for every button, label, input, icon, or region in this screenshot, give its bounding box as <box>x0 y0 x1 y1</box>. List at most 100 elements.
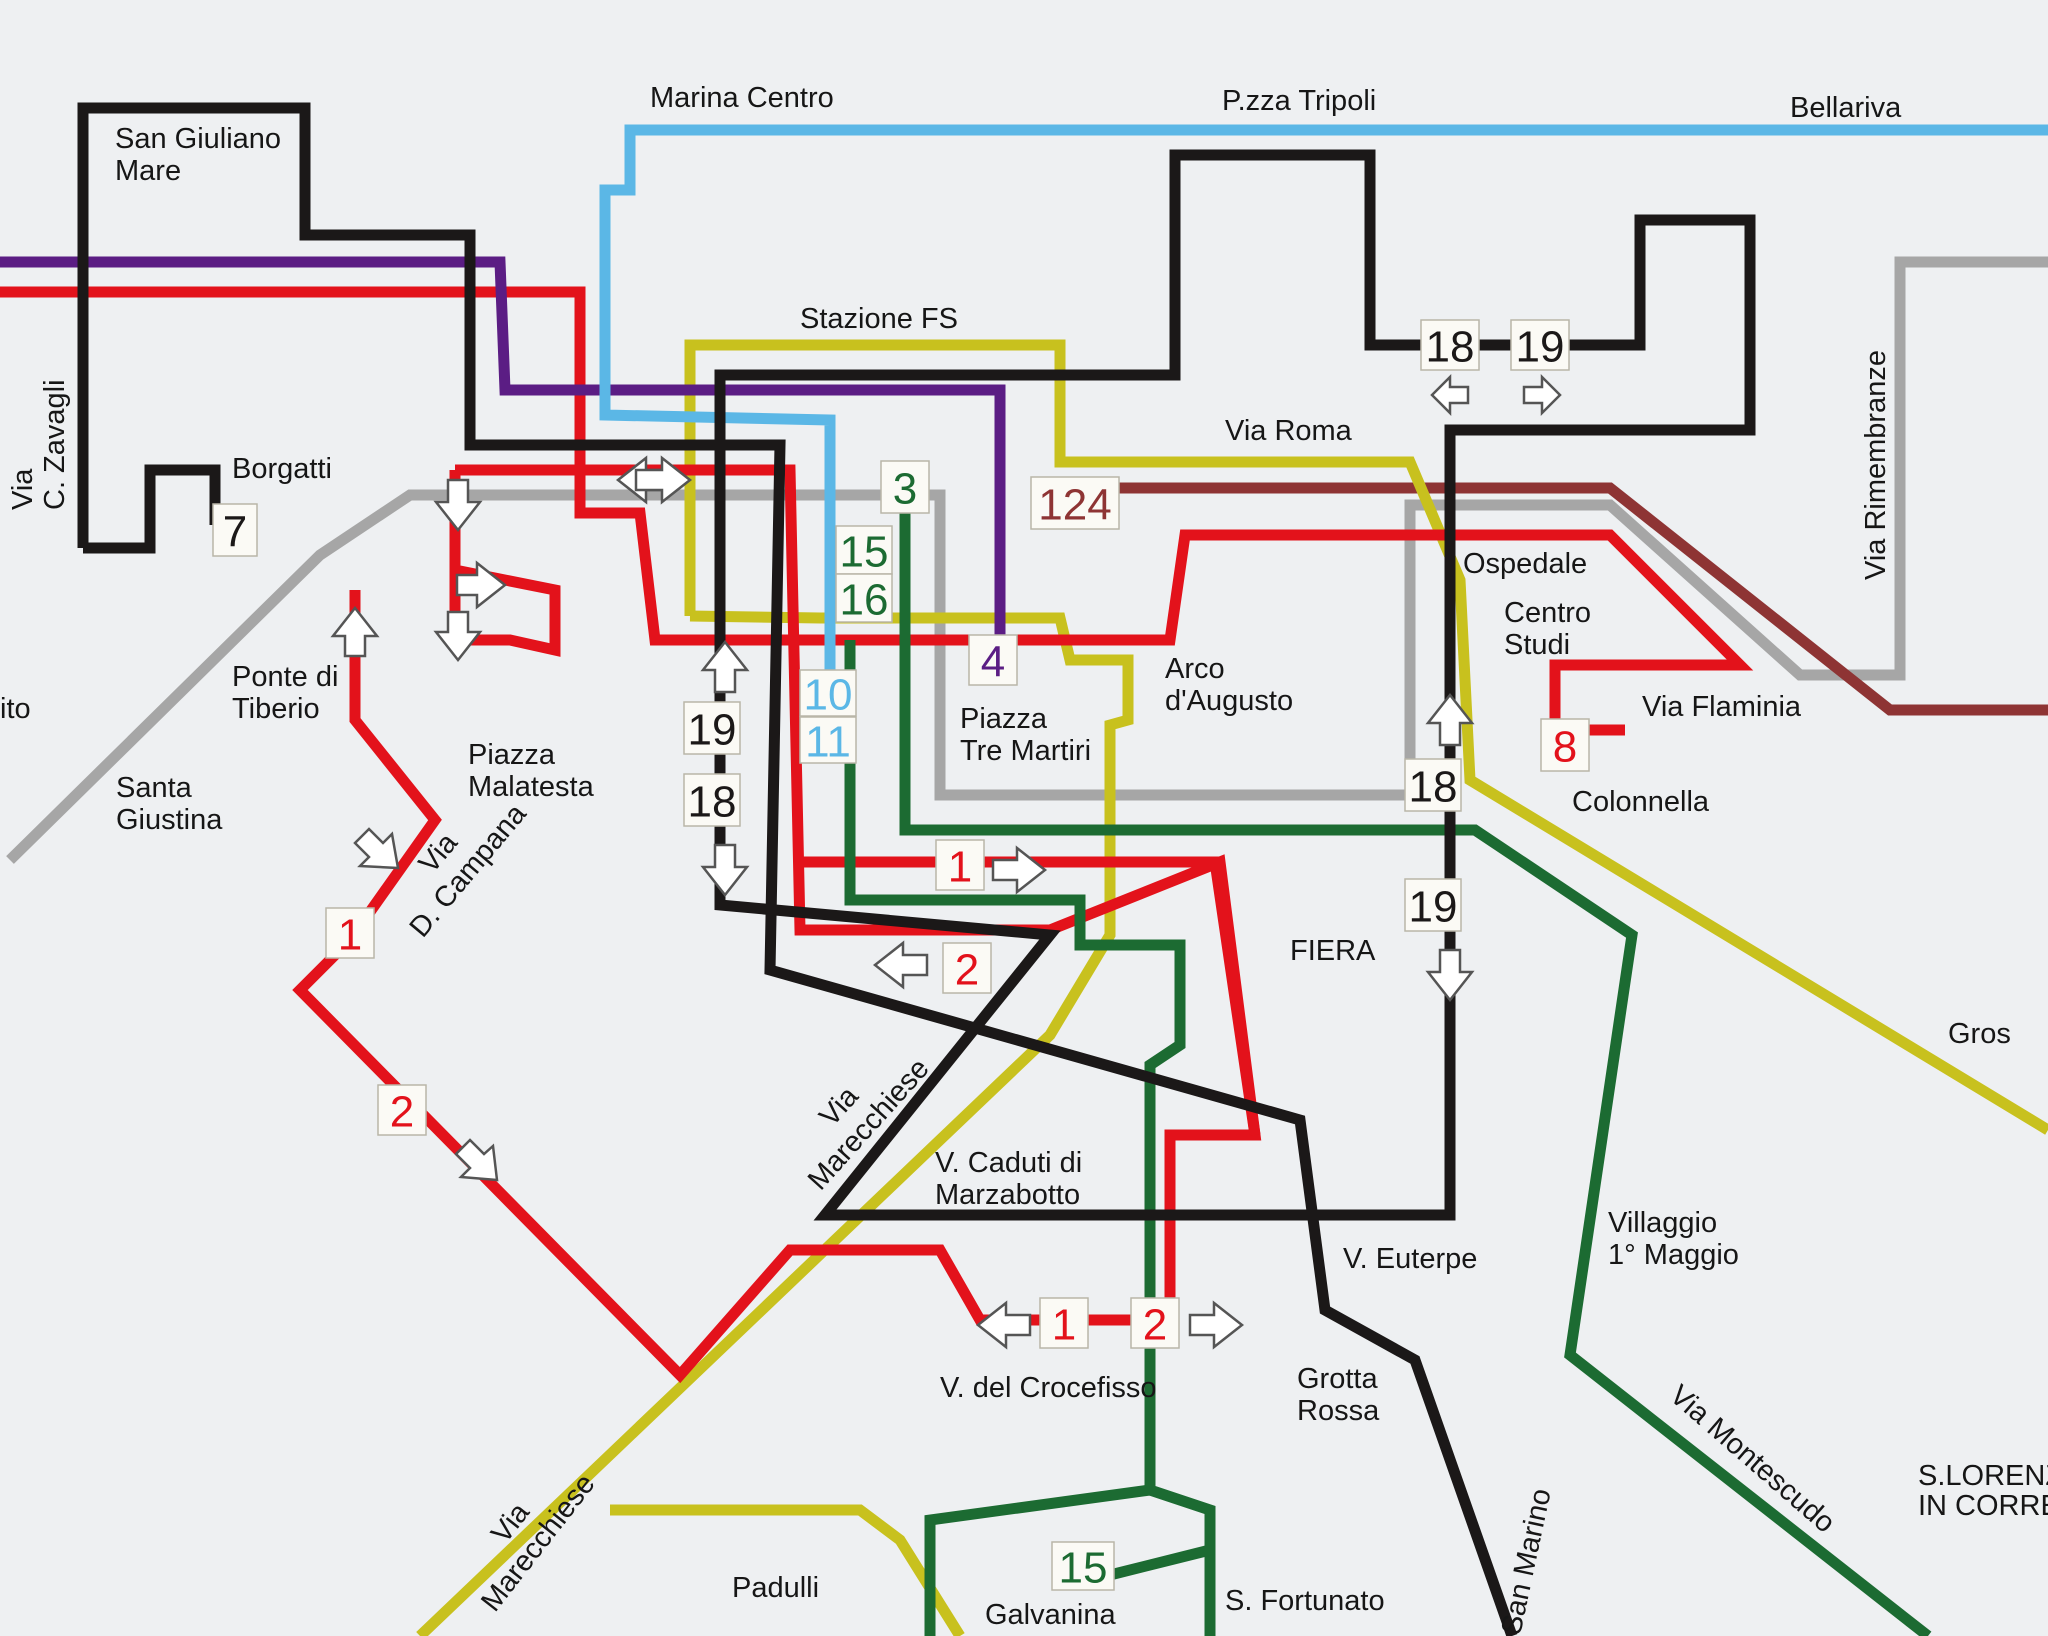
route-badge-18: 18 <box>1420 319 1480 372</box>
route-badge-7: 7 <box>212 503 258 557</box>
place-fiera: FIERA <box>1290 935 1376 967</box>
route-badge-3: 3 <box>880 460 930 514</box>
direction-arrow <box>1430 373 1470 417</box>
svg-text:1: 1 <box>948 843 972 892</box>
svg-text:1: 1 <box>338 911 362 960</box>
place-borgatti: Borgatti <box>232 453 332 485</box>
place-padulli: Padulli <box>732 1572 819 1604</box>
place-s-lorenzo: S.LORENZOIN CORREGGIANO <box>1918 1460 2048 1522</box>
svg-text:19: 19 <box>688 706 737 755</box>
place-v-del-crocefisso: V. del Crocefisso <box>940 1372 1157 1404</box>
route-line-yellow-b <box>416 610 1134 1636</box>
svg-text:19: 19 <box>1409 883 1458 932</box>
direction-arrow <box>433 610 483 663</box>
route-badge-2: 2 <box>942 942 992 995</box>
route-badge-2: 2 <box>377 1084 427 1137</box>
direction-arrow <box>353 827 400 870</box>
route-badge-19: 19 <box>683 701 741 755</box>
direction-arrow <box>1425 692 1475 747</box>
svg-text:19: 19 <box>1516 323 1565 372</box>
route-line-green <box>899 500 1932 1636</box>
route-line-brown <box>1115 482 2048 716</box>
route-badge-19: 19 <box>1510 319 1570 372</box>
svg-text:2: 2 <box>390 1088 414 1137</box>
svg-text:3: 3 <box>893 465 917 514</box>
route-badge-124: 124 <box>1030 476 1120 530</box>
route-line-green-c <box>924 1484 1151 1636</box>
direction-arrow <box>330 605 380 658</box>
svg-text:18: 18 <box>688 778 737 827</box>
route-line-black-c <box>714 149 1756 1221</box>
place-marina-centro: Marina Centro <box>650 82 834 114</box>
route-badge-10: 10 <box>799 669 857 720</box>
svg-text:15: 15 <box>840 528 889 577</box>
route-badge-18: 18 <box>683 773 741 827</box>
direction-arrow <box>1425 948 1475 1003</box>
direction-arrow <box>975 1300 1032 1350</box>
direction-arrow <box>634 455 693 505</box>
direction-arrow <box>1188 1300 1245 1350</box>
route-badge-8: 8 <box>1540 718 1590 772</box>
svg-text:2: 2 <box>1143 1301 1167 1350</box>
svg-text:4: 4 <box>981 638 1005 687</box>
direction-arrow <box>455 560 508 610</box>
place-ospedale: Ospedale <box>1463 548 1587 580</box>
place-via-flaminia: Via Flaminia <box>1642 691 1802 723</box>
place-via-zavagli: ViaC. Zavagli <box>7 379 71 510</box>
route-line-green-b <box>844 640 1216 1636</box>
svg-text:11: 11 <box>805 718 851 767</box>
route-line-red <box>0 286 1754 736</box>
direction-arrow <box>872 940 929 990</box>
direction-arrow <box>700 639 750 694</box>
place-via-roma: Via Roma <box>1225 415 1353 447</box>
direction-arrow <box>700 843 750 898</box>
direction-arrow <box>991 845 1048 895</box>
route-line-yellow <box>684 339 2048 1135</box>
svg-text:10: 10 <box>804 671 853 720</box>
svg-text:8: 8 <box>1553 723 1577 772</box>
place-bellariva: Bellariva <box>1790 92 1902 124</box>
route-badge-18: 18 <box>1404 758 1462 812</box>
place-via-rimembranze: Via Rimembranze <box>1860 350 1892 580</box>
route-badge-2: 2 <box>1130 1297 1180 1350</box>
svg-text:15: 15 <box>1059 1544 1108 1593</box>
route-badge-16: 16 <box>835 573 893 625</box>
place-pzza-tripoli: P.zza Tripoli <box>1222 85 1376 117</box>
route-badge-15: 15 <box>835 525 893 577</box>
svg-text:1: 1 <box>1052 1301 1076 1350</box>
svg-text:7: 7 <box>223 508 247 557</box>
direction-arrow <box>433 478 483 533</box>
place-colonnella: Colonnella <box>1572 786 1710 818</box>
svg-text:2: 2 <box>955 946 979 995</box>
direction-arrow <box>454 1138 499 1182</box>
route-badge-4: 4 <box>968 634 1018 687</box>
route-badge-1: 1 <box>1039 1297 1089 1350</box>
place-ito: ito <box>0 693 31 725</box>
route-line-black-b <box>83 464 221 554</box>
place-s-fortunato: S. Fortunato <box>1225 1585 1385 1617</box>
route-badge-1: 1 <box>325 907 375 960</box>
svg-text:18: 18 <box>1426 323 1475 372</box>
route-badge-15: 15 <box>1051 1541 1115 1593</box>
route-badge-19: 19 <box>1404 878 1462 932</box>
svg-text:18: 18 <box>1409 763 1458 812</box>
svg-text:16: 16 <box>840 576 889 625</box>
route-badge-11: 11 <box>799 716 857 767</box>
place-galvanina: Galvanina <box>985 1599 1116 1631</box>
route-badge-1: 1 <box>935 839 985 892</box>
svg-text:124: 124 <box>1038 481 1111 530</box>
route-line-black <box>77 102 1518 1636</box>
route-line-blue <box>599 124 2048 720</box>
